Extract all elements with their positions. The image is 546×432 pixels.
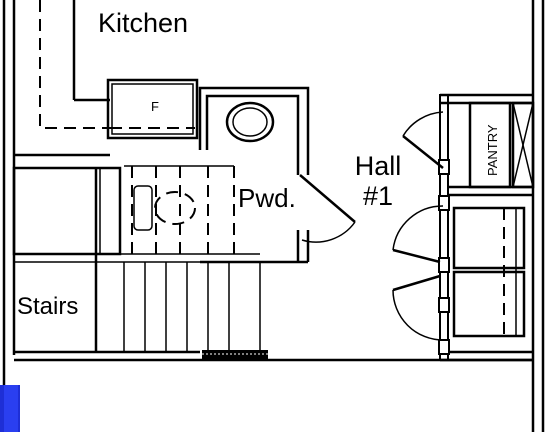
right-closets [392, 93, 535, 362]
toilet-tank-icon [133, 185, 153, 231]
toilet-bowl-icon [154, 191, 196, 225]
staircase [12, 165, 268, 359]
fridge-label: F [151, 99, 159, 114]
room-label-kitchen: Kitchen [98, 8, 188, 38]
room-label-stairs: Stairs [17, 293, 78, 320]
room-label-pantry: PANTRY [485, 124, 500, 176]
sink-icon [225, 101, 275, 143]
room-label-hall: Hall [355, 151, 402, 181]
room-label-hall-number: #1 [363, 181, 393, 211]
powder-room [133, 86, 356, 264]
kitchen-counter-outline [39, 0, 195, 129]
room-label-powder: Pwd. [238, 183, 296, 213]
refrigerator: F [106, 78, 199, 140]
